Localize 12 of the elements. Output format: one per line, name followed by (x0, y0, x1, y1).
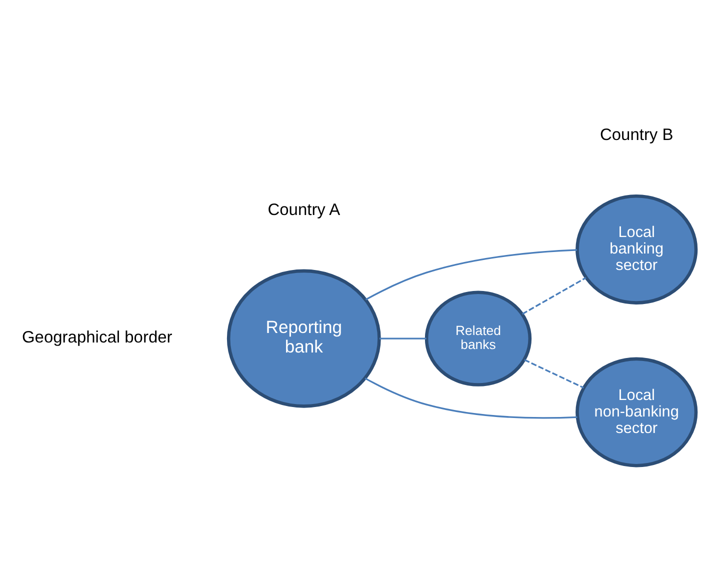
connector (380, 338, 426, 340)
connector (364, 378, 578, 419)
label: Geographical border (22, 328, 172, 346)
connector (522, 277, 586, 315)
node-ellipse: Reporting bank (226, 269, 381, 408)
node-ellipse: Related banks (424, 290, 532, 386)
node-ellipse: Local banking sector (576, 194, 698, 304)
connector (365, 249, 578, 300)
label: Country B (600, 126, 674, 144)
label: Country A (268, 200, 340, 219)
connector (524, 359, 584, 388)
node-ellipse: Local non-banking sector (576, 357, 698, 468)
